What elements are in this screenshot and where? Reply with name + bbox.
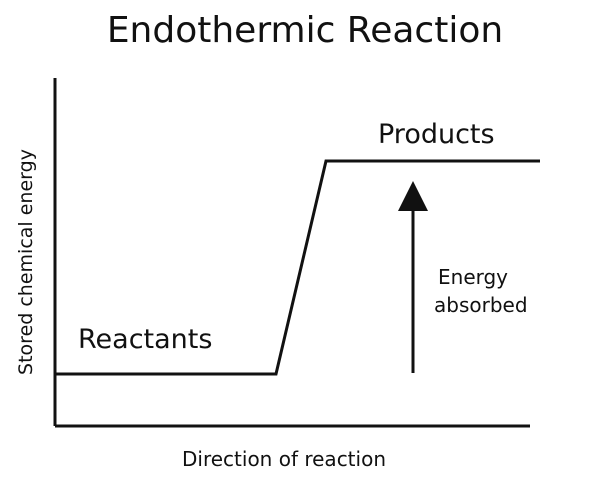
diagram-title: Endothermic Reaction bbox=[107, 10, 503, 51]
energy-label-line2: absorbed bbox=[434, 293, 528, 317]
energy-label-line1: Energy bbox=[438, 265, 508, 289]
reactants-label: Reactants bbox=[78, 324, 212, 355]
y-axis-label: Stored chemical energy bbox=[15, 149, 37, 375]
x-axis-label: Direction of reaction bbox=[182, 447, 386, 471]
energy-profile-line bbox=[55, 159, 540, 376]
products-label: Products bbox=[378, 119, 495, 150]
